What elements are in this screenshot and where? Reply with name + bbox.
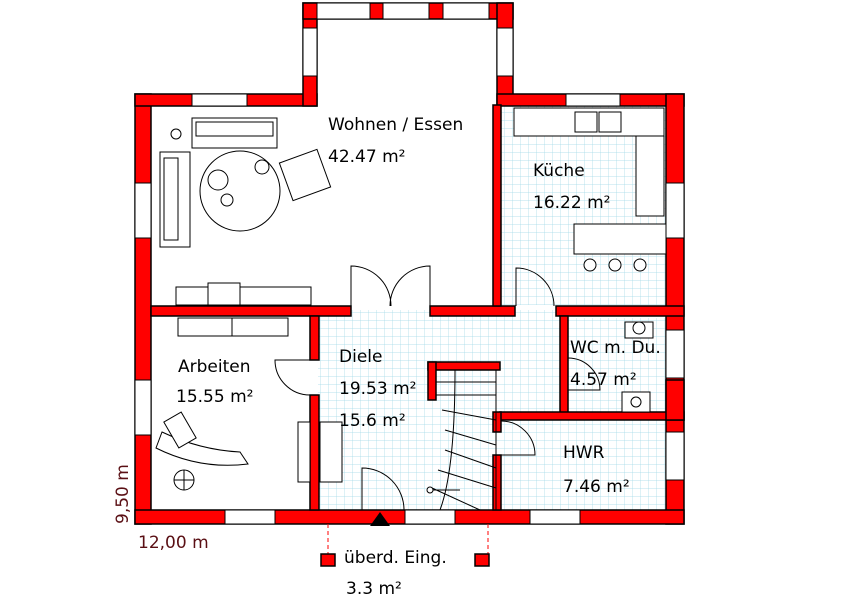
dimension-width: 12,00 m — [138, 533, 209, 553]
windows — [134, 2, 685, 525]
room-area-eingang: 3.3 m² — [346, 579, 402, 599]
room-name-hwr: HWR — [563, 443, 605, 463]
room-name-diele: Diele — [339, 347, 382, 367]
kitchen-furniture — [513, 107, 667, 272]
room-name-kueche: Küche — [533, 161, 585, 181]
room-area-wc: 4.57 m² — [570, 370, 637, 390]
doors — [274, 265, 601, 511]
room-name-wc: WC m. Du. — [570, 338, 661, 358]
entrance-label-bg — [338, 544, 470, 568]
living-furniture — [159, 117, 332, 306]
room-labels: Wohnen / Essen 42.47 m² Küche 16.22 m² A… — [176, 115, 661, 599]
dimension-depth: 9,50 m — [113, 464, 133, 524]
room-name-wohnen: Wohnen / Essen — [328, 115, 463, 135]
office-furniture — [155, 317, 343, 491]
dimension-labels: 12,00 m 9,50 m — [113, 464, 209, 553]
interior-walls — [150, 104, 685, 511]
room-name-arbeiten: Arbeiten — [178, 357, 251, 377]
room-area-diele-stair: 15.6 m² — [339, 411, 406, 431]
room-area-wohnen: 42.47 m² — [328, 147, 405, 167]
room-area-kueche: 16.22 m² — [533, 193, 610, 213]
staircase — [426, 369, 497, 511]
room-area-diele: 19.53 m² — [339, 379, 416, 399]
room-area-arbeiten: 15.55 m² — [176, 387, 253, 407]
room-name-eingang: überd. Eing. — [344, 548, 447, 568]
room-area-hwr: 7.46 m² — [563, 477, 630, 497]
entrance-canopy — [320, 512, 490, 567]
wc-fixtures — [621, 321, 654, 413]
